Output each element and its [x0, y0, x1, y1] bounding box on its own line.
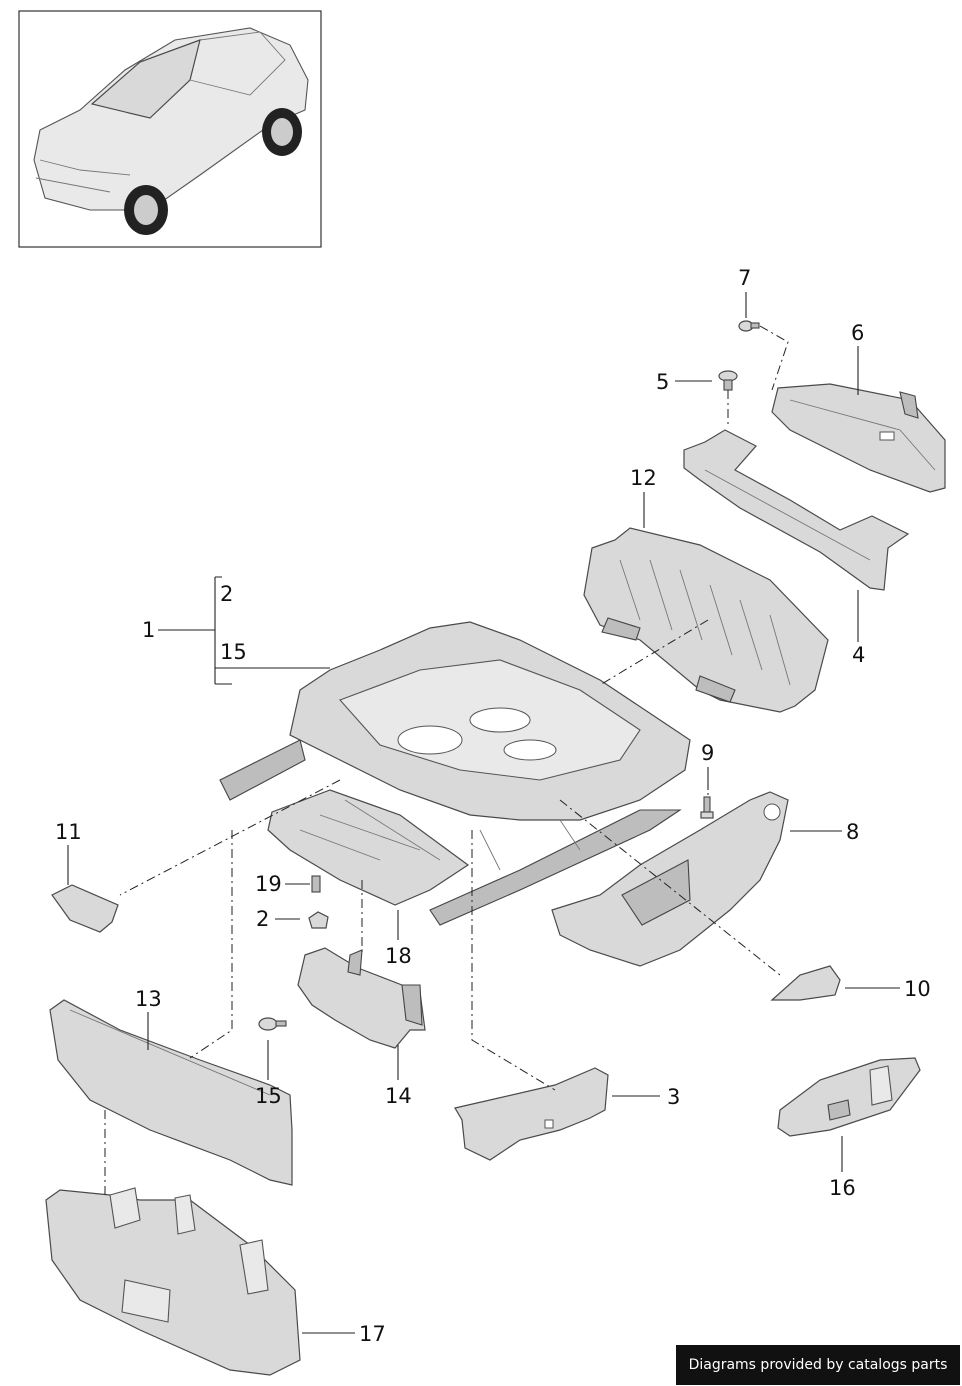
part-2-nut[interactable]: [308, 911, 329, 929]
part-6-cross-member[interactable]: [771, 383, 946, 493]
vehicle-thumbnail: [18, 10, 322, 248]
callout-2-upper: 2: [220, 582, 233, 606]
callout-9: 9: [701, 741, 714, 765]
callout-13: 13: [135, 987, 162, 1011]
callout-labels: 7 6 5 12 2 1 15 4 9 8 11 19 2 18 10 13 1…: [55, 266, 931, 1346]
part-7-screw[interactable]: [738, 320, 760, 332]
callout-2-lower: 2: [256, 907, 269, 931]
callout-1: 1: [142, 618, 155, 642]
callout-18: 18: [385, 944, 412, 968]
part-11-cap[interactable]: [51, 884, 119, 933]
part-9-bolt[interactable]: [700, 796, 714, 819]
part-10-small-trim[interactable]: [770, 965, 841, 1001]
callout-6: 6: [851, 321, 864, 345]
callout-19: 19: [255, 872, 282, 896]
assembly-lines: [104, 325, 789, 1195]
part-8-side-trim[interactable]: [551, 791, 789, 967]
callout-8: 8: [846, 820, 859, 844]
part-16-seat-switch[interactable]: [777, 1057, 921, 1137]
part-5-screw[interactable]: [718, 370, 738, 391]
part-1-seat-frame[interactable]: [219, 621, 691, 926]
callout-15-lower: 15: [255, 1084, 282, 1108]
callout-4: 4: [852, 643, 865, 667]
callout-11: 11: [55, 820, 82, 844]
leader-lines: [67, 292, 900, 1334]
callout-3: 3: [667, 1085, 680, 1109]
footer-credit: Diagrams provided by catalogs parts: [676, 1345, 960, 1385]
callout-12: 12: [630, 466, 657, 490]
part-3-rail-bracket[interactable]: [454, 1067, 609, 1161]
callout-15-upper: 15: [220, 640, 247, 664]
part-13-front-trim[interactable]: [49, 999, 293, 1186]
part-12-cushion-support[interactable]: [583, 527, 829, 713]
part-14-mounting-bracket[interactable]: [297, 947, 426, 1049]
callout-17: 17: [359, 1322, 386, 1346]
callout-16: 16: [829, 1176, 856, 1200]
callout-7: 7: [738, 266, 751, 290]
part-4-bracket[interactable]: [683, 429, 910, 591]
callout-14: 14: [385, 1084, 412, 1108]
part-19-clip[interactable]: [311, 875, 321, 893]
part-17-lower-panel[interactable]: [45, 1187, 301, 1376]
part-15-fastener[interactable]: [258, 1017, 287, 1031]
callout-10: 10: [904, 977, 931, 1001]
callout-5: 5: [656, 370, 669, 394]
part-18-storage-pan[interactable]: [267, 789, 470, 906]
